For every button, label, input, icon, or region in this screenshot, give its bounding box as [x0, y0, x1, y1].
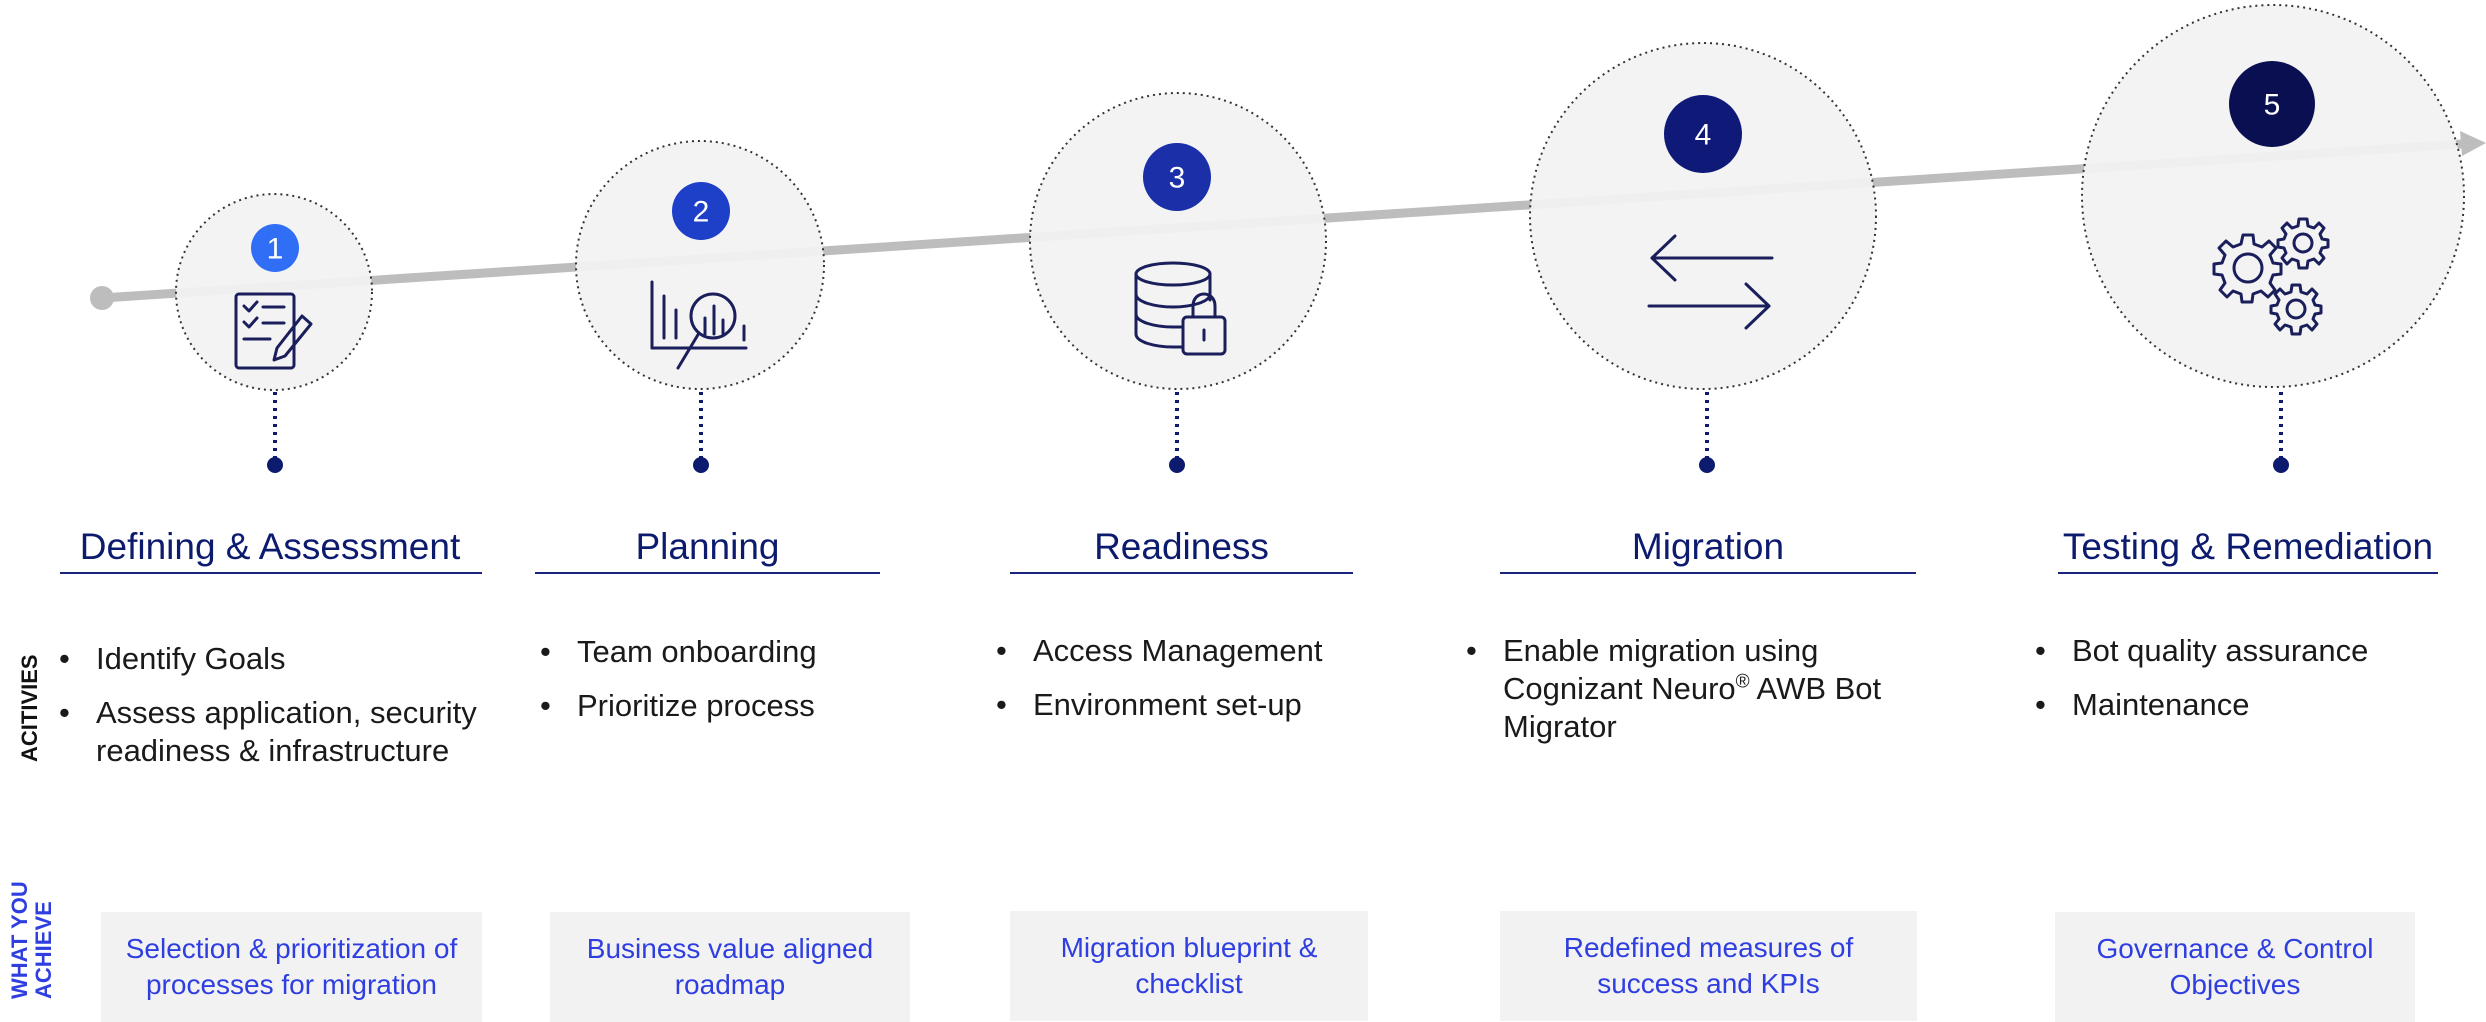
achieve-label-line1: WHAT YOU [7, 881, 32, 999]
svg-text:5: 5 [2264, 89, 2281, 122]
list-item: Enable migration using Cognizant Neuro® … [1466, 632, 1916, 746]
stage-1-dot [267, 457, 283, 473]
timeline-start-dot [90, 286, 114, 310]
list-item: Team onboarding [540, 633, 900, 671]
stage-2-circle [575, 140, 825, 390]
list-item: Environment set-up [996, 686, 1396, 724]
gears-icon [2212, 217, 2330, 336]
stage-3-badge: 3 [1143, 143, 1211, 211]
stage-4-dot [1699, 457, 1715, 473]
stage-connector-dots [267, 457, 2289, 473]
stage-3-activities: Access Management Environment set-up [996, 632, 1396, 740]
svg-text:3: 3 [1169, 162, 1186, 195]
stage-5-badge: 5 [2229, 61, 2315, 147]
stage-3-dot [1169, 457, 1185, 473]
stage-1-outcome: Selection & prioritization of processes … [101, 912, 482, 1022]
activity-text-part: AWB Bot Migrator [1503, 671, 1882, 744]
list-item: Bot quality assurance [2035, 632, 2435, 670]
stage-3-rule [1010, 572, 1353, 574]
checklist-pencil-icon [234, 292, 313, 370]
activities-side-label: ACITIVIES [17, 654, 42, 762]
stage-4-circle [1529, 42, 1877, 390]
chart-magnifier-icon [650, 280, 748, 370]
stage-2-dot [693, 457, 709, 473]
list-item: Prioritize process [540, 687, 900, 725]
stage-5-circle [2081, 4, 2465, 388]
stage-5-rule [2058, 572, 2438, 574]
achieve-label-line2: ACHIEVE [31, 901, 56, 999]
activity-text-part: Enable migration using Cognizant Neuro [1503, 633, 1819, 706]
stage-4-title: Migration [1631, 526, 1785, 567]
stage-3-circle [1029, 92, 1327, 390]
list-item: Access Management [996, 632, 1396, 670]
stage-4-badge: 4 [1664, 95, 1742, 173]
stage-2-activities: Team onboarding Prioritize process [540, 633, 900, 741]
database-lock-icon [1134, 261, 1227, 356]
svg-text:4: 4 [1695, 119, 1712, 152]
stage-1-rule [60, 572, 482, 574]
stage-5-dot [2273, 457, 2289, 473]
stage-2-title: Planning [635, 526, 780, 567]
svg-text:2: 2 [693, 196, 710, 229]
list-item: Identify Goals [59, 640, 499, 678]
registered-mark: ® [1735, 671, 1750, 693]
stage-1-title: Defining & Assessment [79, 526, 461, 567]
stage-3-title: Readiness [1094, 526, 1269, 567]
exchange-arrows-icon [1647, 234, 1774, 330]
stage-5-activities: Bot quality assurance Maintenance [2035, 632, 2435, 740]
stage-2-badge: 2 [672, 182, 730, 240]
svg-text:1: 1 [267, 233, 284, 266]
timeline-arrowhead-icon [2460, 131, 2486, 156]
stage-1-circle [175, 193, 373, 391]
stage-4-activities: Enable migration using Cognizant Neuro® … [1466, 632, 1916, 762]
list-item: Assess application, security readiness &… [59, 694, 499, 770]
stage-5-outcome: Governance & Control Objectives [2055, 912, 2415, 1022]
list-item: Maintenance [2035, 686, 2435, 724]
stage-1-activities: Identify Goals Assess application, secur… [59, 640, 499, 786]
stage-5-title: Testing & Remediation [2062, 526, 2434, 567]
achieve-side-label: WHAT YOU ACHIEVE [7, 881, 56, 999]
stage-2-outcome: Business value aligned roadmap [550, 912, 910, 1022]
stage-4-outcome: Redefined measures of success and KPIs [1500, 911, 1917, 1021]
stage-4-rule [1500, 572, 1916, 574]
stage-1-badge: 1 [251, 224, 299, 272]
stage-3-outcome: Migration blueprint & checklist [1010, 911, 1368, 1021]
stage-2-rule [535, 572, 880, 574]
timeline-diagram: 1 2 3 4 5 [90, 4, 2486, 473]
stage-connectors [273, 392, 2283, 458]
